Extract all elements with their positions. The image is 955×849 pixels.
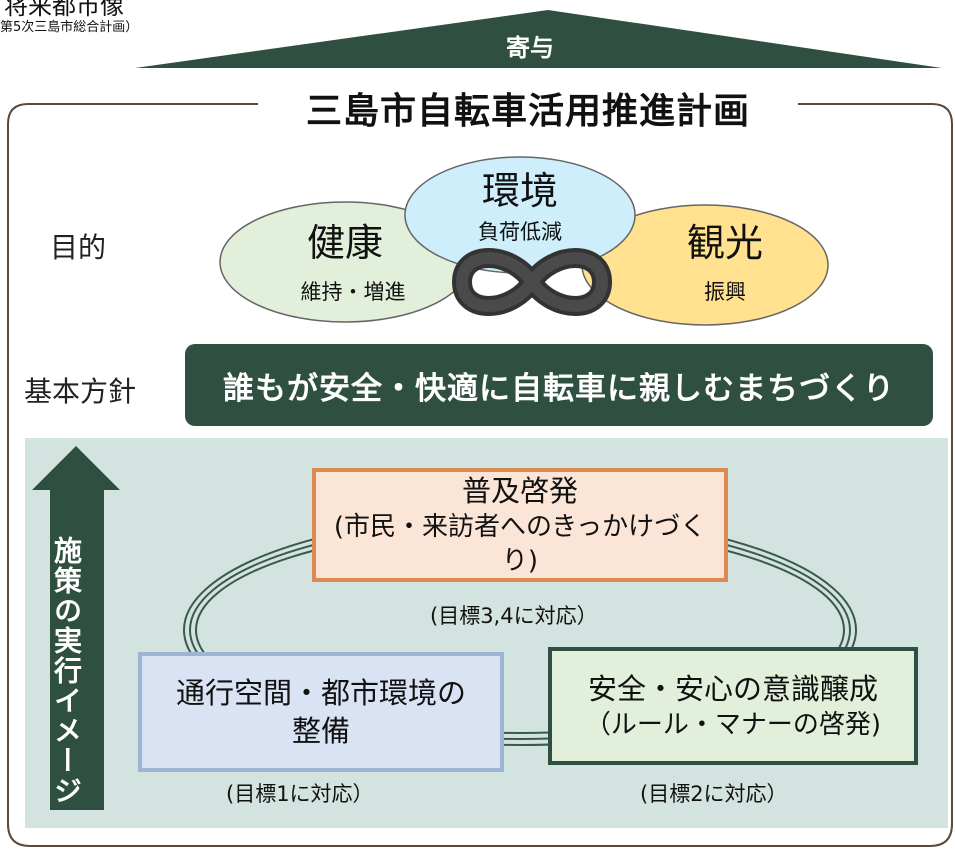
infrastructure-goal: (目標1に対応） — [226, 782, 374, 806]
infrastructure-main-1: 通行空間・都市環境の — [175, 676, 466, 710]
promotion-sub: (市民・来訪者へのきっかけづくり) — [333, 512, 707, 576]
plan-title: 三島市自転車活用推進計画 — [258, 82, 798, 134]
safety-sub: （ルール・マナーの啓発) — [584, 710, 882, 740]
plan-frame — [7, 103, 953, 847]
contribution-label: 寄与 — [506, 34, 554, 62]
health-sub: 維持・増進 — [300, 280, 406, 304]
vision-subtitle: 第5次三島市総合計画） — [0, 20, 139, 35]
basic-policy-box: 誰もが安全・快適に自転車に親しむまちづくり — [185, 344, 933, 426]
vision-title: 将来都市像 — [4, 0, 124, 20]
purpose-label: 目的 — [50, 231, 107, 264]
basic-policy-label: 基本方針 — [24, 375, 137, 408]
health-title: 健康 — [306, 221, 383, 265]
promotion-goal: (目標3,4に対応） — [430, 604, 598, 628]
infrastructure-box: 通行空間・都市環境の 整備 — [138, 652, 504, 772]
safety-main: 安全・安心の意識醸成 — [587, 672, 878, 706]
basic-policy-text: 誰もが安全・快適に自転車に親しむまちづくり — [223, 370, 895, 407]
implementation-label: 施策の実行イメージ — [50, 536, 83, 806]
tourism-title: 観光 — [686, 221, 763, 265]
tourism-sub: 振興 — [704, 280, 746, 304]
infrastructure-main-2: 整備 — [291, 714, 350, 748]
infinity-icon — [452, 248, 612, 316]
promotion-box: 普及啓発 (市民・来訪者へのきっかけづくり) — [312, 468, 728, 582]
roof-triangle — [135, 10, 942, 68]
safety-goal: (目標2に対応） — [640, 782, 788, 806]
environment-sub: 負荷低減 — [478, 220, 562, 244]
environment-title: 環境 — [481, 169, 558, 213]
safety-box: 安全・安心の意識醸成 （ルール・マナーの啓発) — [548, 647, 918, 765]
promotion-main: 普及啓発 — [461, 474, 578, 508]
up-arrow-icon — [32, 446, 120, 810]
